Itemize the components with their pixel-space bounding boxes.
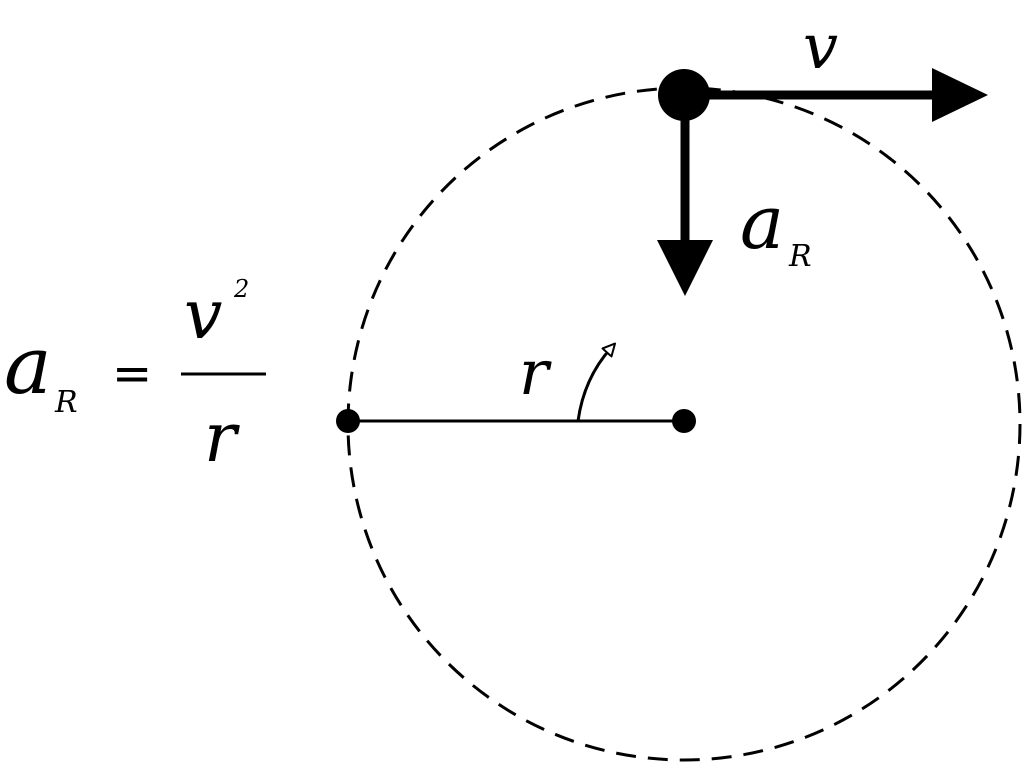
rotation-arrow [576,348,611,422]
formula-lhs-subscript: R [54,385,78,420]
formula-numerator-symbol: v [184,276,222,355]
acceleration-arrow-head [657,240,713,296]
acceleration-label-subscript: R [788,239,812,274]
center-dot [672,409,696,433]
velocity-arrow-head [932,68,988,122]
radius-endpoint-dot [336,409,360,433]
formula-denominator: r [204,399,240,478]
formula-numerator-superscript: 2 [233,275,249,303]
acceleration-label: a [740,180,784,266]
moving-object [658,69,710,121]
formula-equals: = [112,346,152,402]
formula-lhs-symbol: a [4,319,52,412]
velocity-label: v [803,10,838,83]
radius-label: r [519,336,552,409]
